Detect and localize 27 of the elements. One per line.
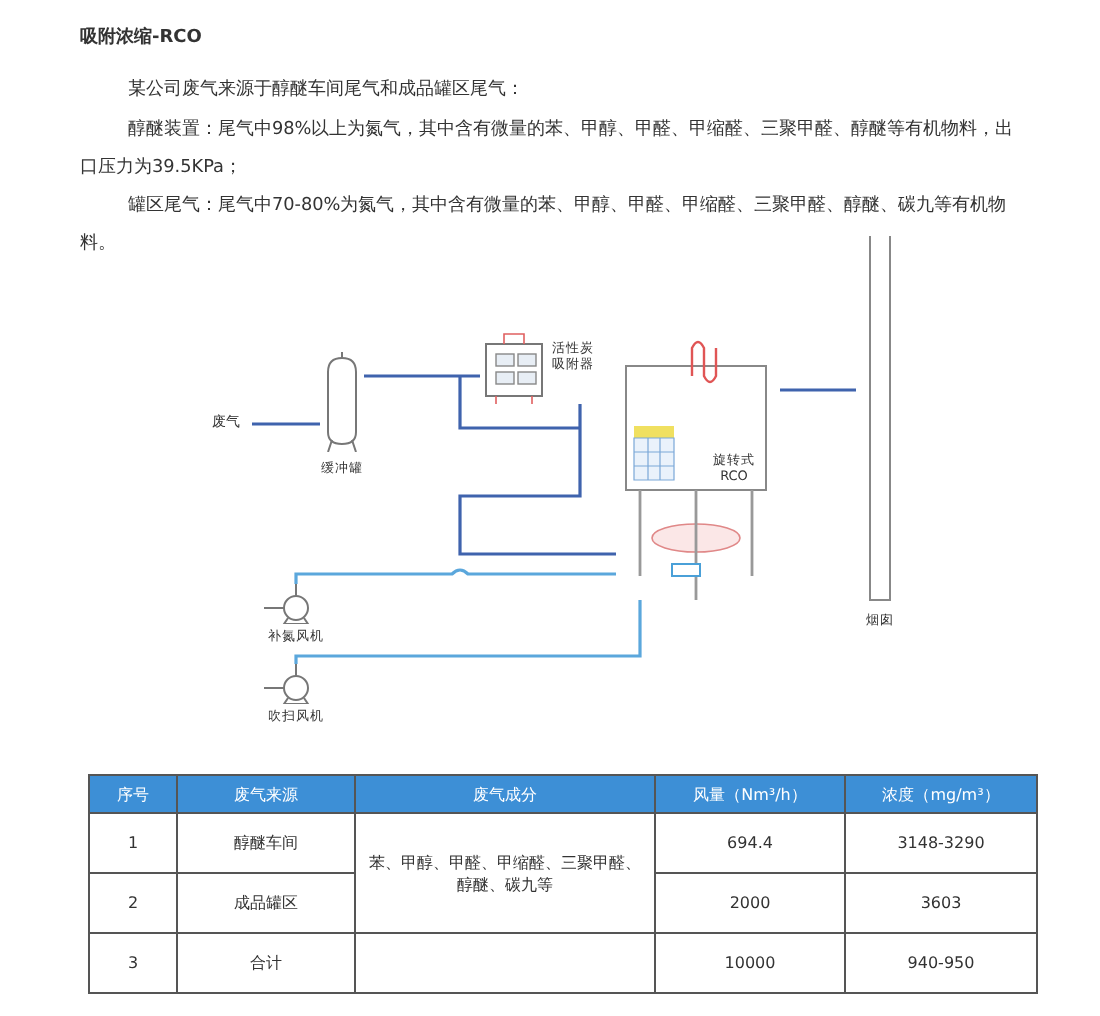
table-cell: 10000	[655, 933, 845, 993]
table-cell: 2	[89, 873, 177, 933]
pipe	[252, 422, 320, 426]
paragraph: 某公司废气来源于醇醚车间尾气和成品罐区尾气：	[126, 77, 526, 104]
table-cell: 3148-3290	[845, 813, 1037, 873]
pipe	[294, 568, 616, 584]
table-header: 废气来源	[177, 775, 355, 813]
table-cell: 2000	[655, 873, 845, 933]
table-cell: 3603	[845, 873, 1037, 933]
table-header: 废气成分	[355, 775, 655, 813]
table-header: 浓度（mg/m³）	[845, 775, 1037, 813]
table-cell: 合计	[177, 933, 355, 993]
table-cell: 940-950	[845, 933, 1037, 993]
pipe	[780, 388, 856, 392]
table-cell: 3	[89, 933, 177, 993]
table-cell: 醇醚车间	[177, 813, 355, 873]
paragraph: 罐区尾气：尾气中70-80%为氮气，其中含有微量的苯、甲醇、甲醛、甲缩醛、三聚甲醛、醇醚、碳九等有机物料。	[80, 193, 1009, 258]
page-title: 吸附浓缩-RCO	[80, 24, 202, 50]
table-header: 风量（Nm³/h）	[655, 775, 845, 813]
paragraph: 醇醚装置：尾气中98%以上为氮气，其中含有微量的苯、甲醇、甲醛、甲缩醛、三聚甲醛、醇醚等有机物料，出口压力为39.5KPa；	[80, 117, 1016, 182]
table-cell: 苯、甲醇、甲醛、甲缩醛、三聚甲醛、醇醚、碳九等	[355, 813, 655, 933]
pipe	[364, 374, 480, 378]
pipe	[458, 404, 616, 556]
pipe	[294, 600, 642, 664]
table-cell: 1	[89, 813, 177, 873]
table-header: 序号	[89, 775, 177, 813]
table-cell: 694.4	[655, 813, 845, 873]
